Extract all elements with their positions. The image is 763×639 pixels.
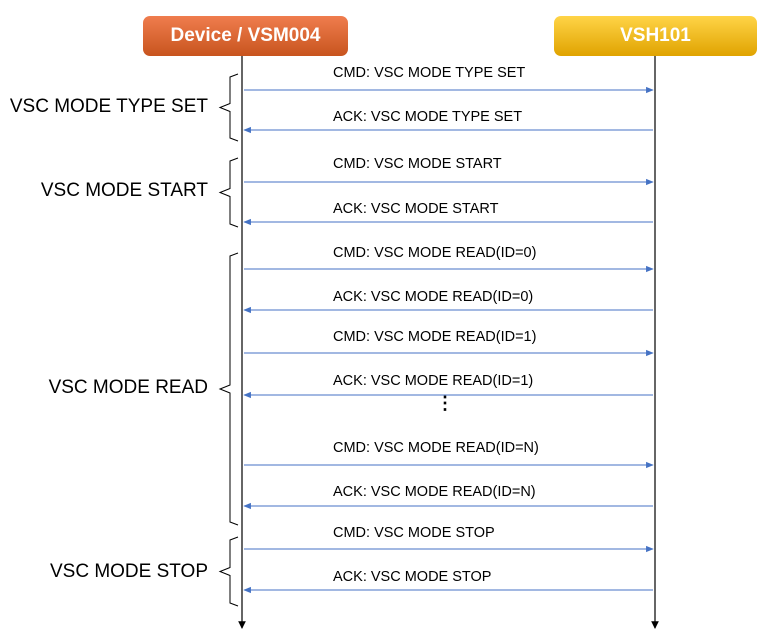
message-label: ACK: VSC MODE READ(ID=0) (333, 289, 534, 305)
message-label: ACK: VSC MODE START (333, 201, 499, 217)
message-label: CMD: VSC MODE START (333, 156, 502, 172)
message-label: ACK: VSC MODE TYPE SET (333, 109, 523, 125)
device-actor-label: Device / VSM004 (170, 25, 321, 46)
group-label-type-set: VSC MODE TYPE SET (9, 96, 208, 117)
ellipsis-indicator: ⋮ (436, 393, 454, 413)
group-bracket (218, 252, 239, 526)
message-label: CMD: VSC MODE READ(ID=0) (333, 245, 537, 261)
message-label: ACK: VSC MODE STOP (333, 569, 492, 585)
message-label: CMD: VSC MODE READ(ID=N) (333, 440, 539, 456)
group-label-start: VSC MODE START (40, 180, 208, 201)
group-bracket (218, 536, 239, 607)
message-label: CMD: VSC MODE STOP (333, 525, 495, 541)
vsh-actor-box: VSH101 (554, 16, 757, 56)
group-label-read: VSC MODE READ (48, 377, 208, 398)
message-label: ACK: VSC MODE READ(ID=1) (333, 373, 534, 389)
device-actor-box: Device / VSM004 (143, 16, 348, 56)
message-label: CMD: VSC MODE READ(ID=1) (333, 329, 537, 345)
group-bracket (218, 73, 239, 142)
message-label: ACK: VSC MODE READ(ID=N) (333, 484, 536, 500)
message-label: CMD: VSC MODE TYPE SET (333, 65, 526, 81)
vsh-actor-label: VSH101 (620, 25, 691, 46)
group-label-stop: VSC MODE STOP (49, 561, 208, 582)
group-bracket (218, 157, 239, 228)
